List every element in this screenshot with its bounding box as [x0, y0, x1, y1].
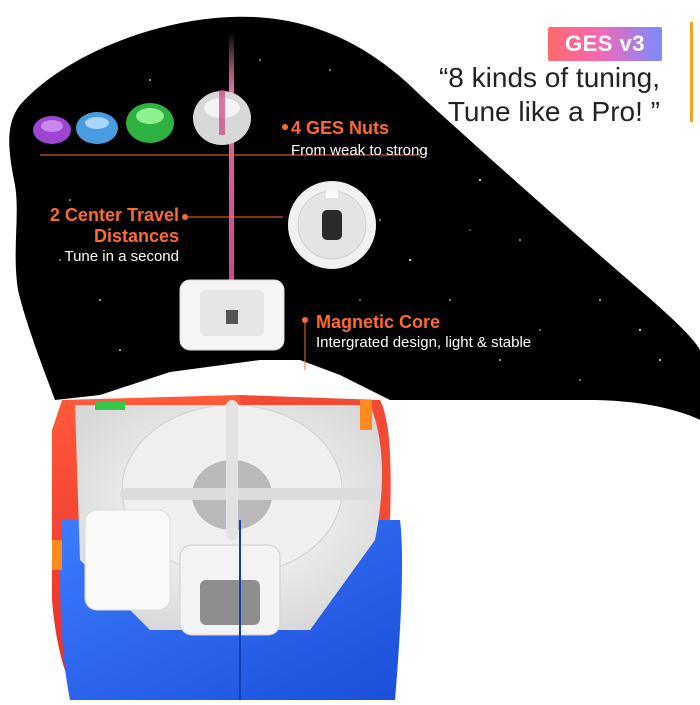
- nuts-leader-dot: [282, 124, 288, 130]
- tagline-line-1: “8 kinds of tuning,: [438, 62, 660, 93]
- core-subtitle: Intergrated design, light & stable: [316, 334, 532, 351]
- cube-orange-edge-2: [52, 540, 62, 570]
- nuts-title: 4 GES Nuts: [291, 118, 390, 138]
- cube-center-piece-left: [84, 509, 171, 611]
- cube-orange-edge: [360, 400, 372, 430]
- nut-blue: [76, 112, 118, 144]
- version-badge: GES v3: [548, 27, 662, 61]
- nut-clear: [193, 90, 251, 145]
- cube-core-arm-v: [226, 400, 238, 540]
- cube: [52, 395, 403, 700]
- travel-title-line-2: Distances: [93, 226, 179, 246]
- cube-core-arm-h: [120, 488, 380, 500]
- nuts-subtitle: From weak to strong: [291, 142, 428, 159]
- nut-green: [126, 103, 174, 143]
- cube-center-piece-bottom-nut: [200, 580, 260, 625]
- ges-nuts: [33, 90, 251, 145]
- center-cap: [288, 181, 376, 269]
- version-badge-text: GES v3: [564, 31, 646, 56]
- axis-rod: [229, 32, 234, 322]
- magnetic-core-block: [179, 279, 285, 351]
- core-title: Magnetic Core: [316, 312, 441, 332]
- tagline-line-2: Tune like a Pro! ”: [447, 96, 660, 127]
- accent-bar: [690, 22, 693, 122]
- stars: [59, 59, 661, 381]
- travel-subtitle: Tune in a second: [64, 248, 179, 265]
- cube-green-edge: [95, 402, 125, 410]
- core-leader-dot: [302, 317, 308, 323]
- travel-title-line-1: 2 Center Travel: [49, 205, 179, 225]
- nut-purple: [33, 116, 71, 144]
- travel-leader-dot: [182, 214, 188, 220]
